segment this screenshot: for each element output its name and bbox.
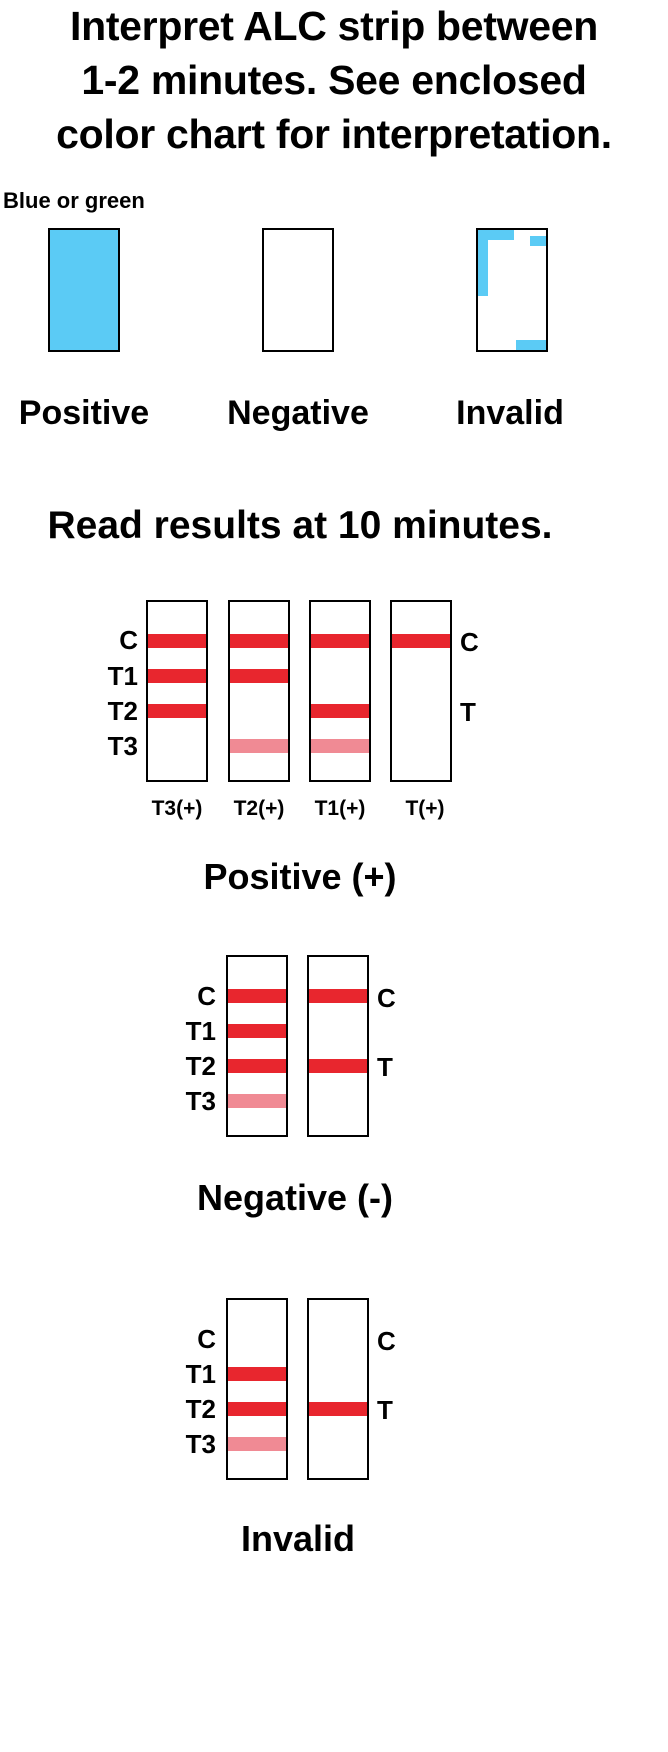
positive-label-c: C [119, 625, 138, 655]
band-c [148, 634, 206, 648]
heading-line-2: 1-2 minutes. See enclosed [81, 57, 587, 103]
invalid-label-t3: T3 [185, 1429, 216, 1459]
band-t3 [228, 1094, 286, 1108]
band-c [230, 634, 288, 648]
negative-strip-3line [226, 955, 288, 1137]
band-t1 [148, 669, 206, 683]
invalid-label-t1: T1 [185, 1359, 216, 1389]
negative-label-t1: T1 [185, 1016, 216, 1046]
invalid-patch-top-left [478, 230, 514, 240]
strip-label-t2: T2(+) [233, 797, 285, 820]
positive-strip-t2 [228, 600, 290, 782]
invalid-strip-1line [307, 1298, 369, 1480]
band-t1 [228, 1367, 286, 1381]
band-t3 [228, 1437, 286, 1451]
invalid-patch-left [478, 230, 488, 296]
positive-label-t2: T2 [107, 696, 138, 726]
positive-title: Positive (+) [203, 856, 397, 897]
positive-label-t3: T3 [107, 731, 138, 761]
negative-label-t3: T3 [185, 1086, 216, 1116]
negative-label-t-right: T [377, 1052, 393, 1082]
color-note: Blue or green [3, 188, 145, 213]
alc-label-invalid: Invalid [456, 394, 564, 432]
negative-label-t2: T2 [185, 1051, 216, 1081]
invalid-label-c-right: C [377, 1326, 396, 1356]
strip-label-t1: T1(+) [314, 797, 366, 820]
band-t3 [311, 739, 369, 753]
positive-label-t1: T1 [107, 661, 138, 691]
negative-title: Negative (-) [196, 1177, 394, 1218]
band-t2 [311, 704, 369, 718]
alc-pad-invalid [476, 228, 548, 352]
invalid-title: Invalid [240, 1518, 356, 1559]
alc-label-positive: Positive [18, 394, 150, 432]
band-t1 [230, 669, 288, 683]
positive-strip-t3 [146, 600, 208, 782]
band-c [228, 989, 286, 1003]
band-t3 [230, 739, 288, 753]
invalid-label-c: C [197, 1324, 216, 1354]
band-t2 [148, 704, 206, 718]
strip-label-t: T(+) [405, 797, 445, 820]
alc-pad-positive [48, 228, 120, 352]
band-t2 [228, 1402, 286, 1416]
read-results-heading: Read results at 10 minutes. [47, 504, 553, 547]
invalid-label-t2: T2 [185, 1394, 216, 1424]
band-t2 [228, 1059, 286, 1073]
negative-label-c-right: C [377, 983, 396, 1013]
negative-label-c: C [197, 981, 216, 1011]
band-t [309, 1059, 367, 1073]
heading-line-1: Interpret ALC strip between [69, 3, 598, 49]
band-c [311, 634, 369, 648]
positive-label-t-right: T [460, 697, 476, 727]
invalid-strip-3line [226, 1298, 288, 1480]
heading-line-3: color chart for interpretation. [56, 111, 612, 157]
invalid-patch-bottom-right [516, 340, 546, 350]
alc-label-negative: Negative [227, 394, 369, 432]
band-c [309, 989, 367, 1003]
positive-label-c-right: C [460, 627, 479, 657]
negative-strip-1line [307, 955, 369, 1137]
band-t [309, 1402, 367, 1416]
invalid-label-t-right: T [377, 1395, 393, 1425]
alc-pad-negative [262, 228, 334, 352]
band-t1 [228, 1024, 286, 1038]
positive-strip-t [390, 600, 452, 782]
band-c [392, 634, 450, 648]
invalid-patch-top-right [530, 236, 546, 246]
positive-strip-t1 [309, 600, 371, 782]
strip-label-t3: T3(+) [151, 797, 203, 820]
